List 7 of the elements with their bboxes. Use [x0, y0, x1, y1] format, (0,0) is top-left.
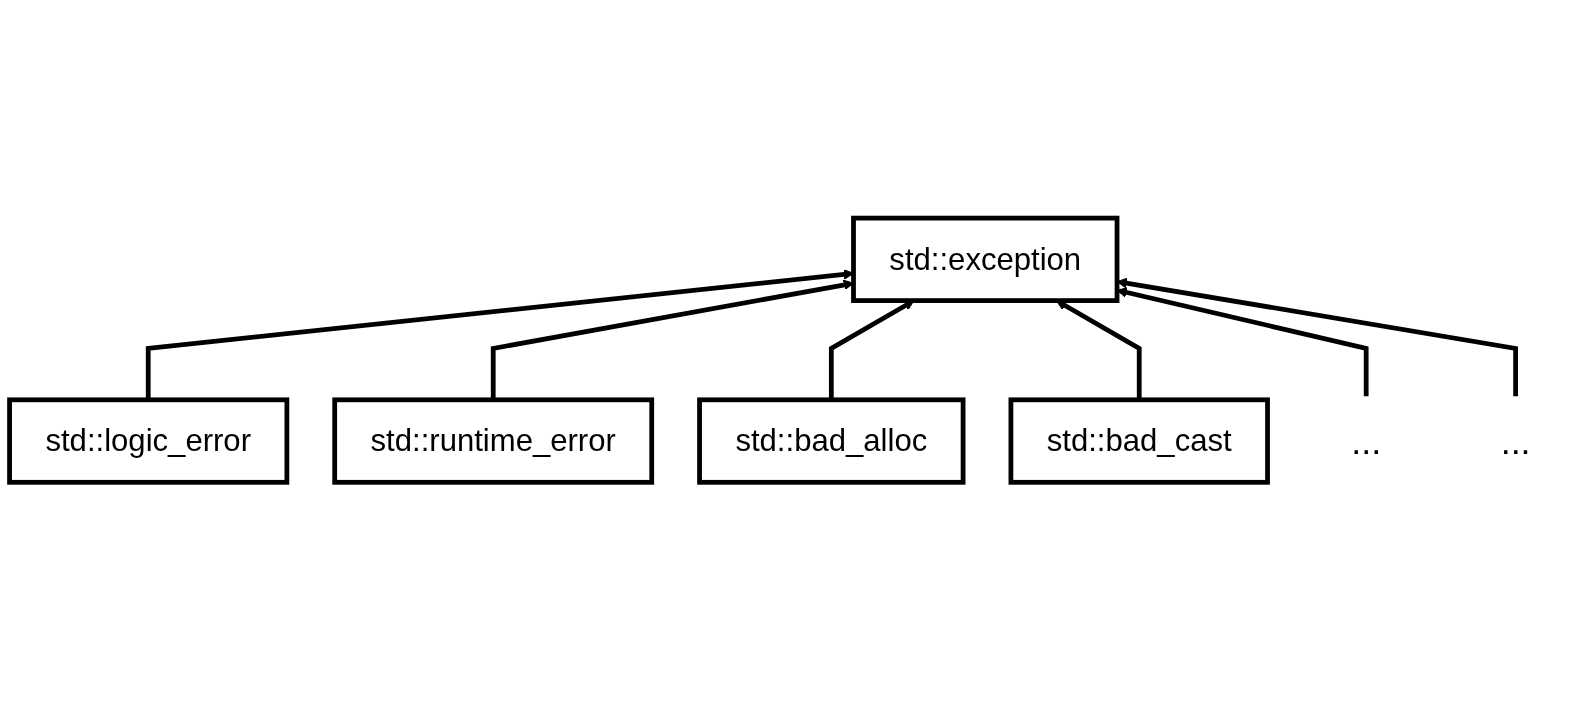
node-text: ...	[1351, 421, 1382, 461]
node-box: std::bad_alloc	[697, 397, 966, 485]
node-box: std::runtime_error	[332, 397, 655, 485]
node-box: std::logic_error	[7, 397, 290, 485]
node-box: std::exception	[851, 215, 1120, 303]
node-text: ...	[1500, 421, 1531, 461]
node-box: std::bad_cast	[1008, 397, 1270, 485]
